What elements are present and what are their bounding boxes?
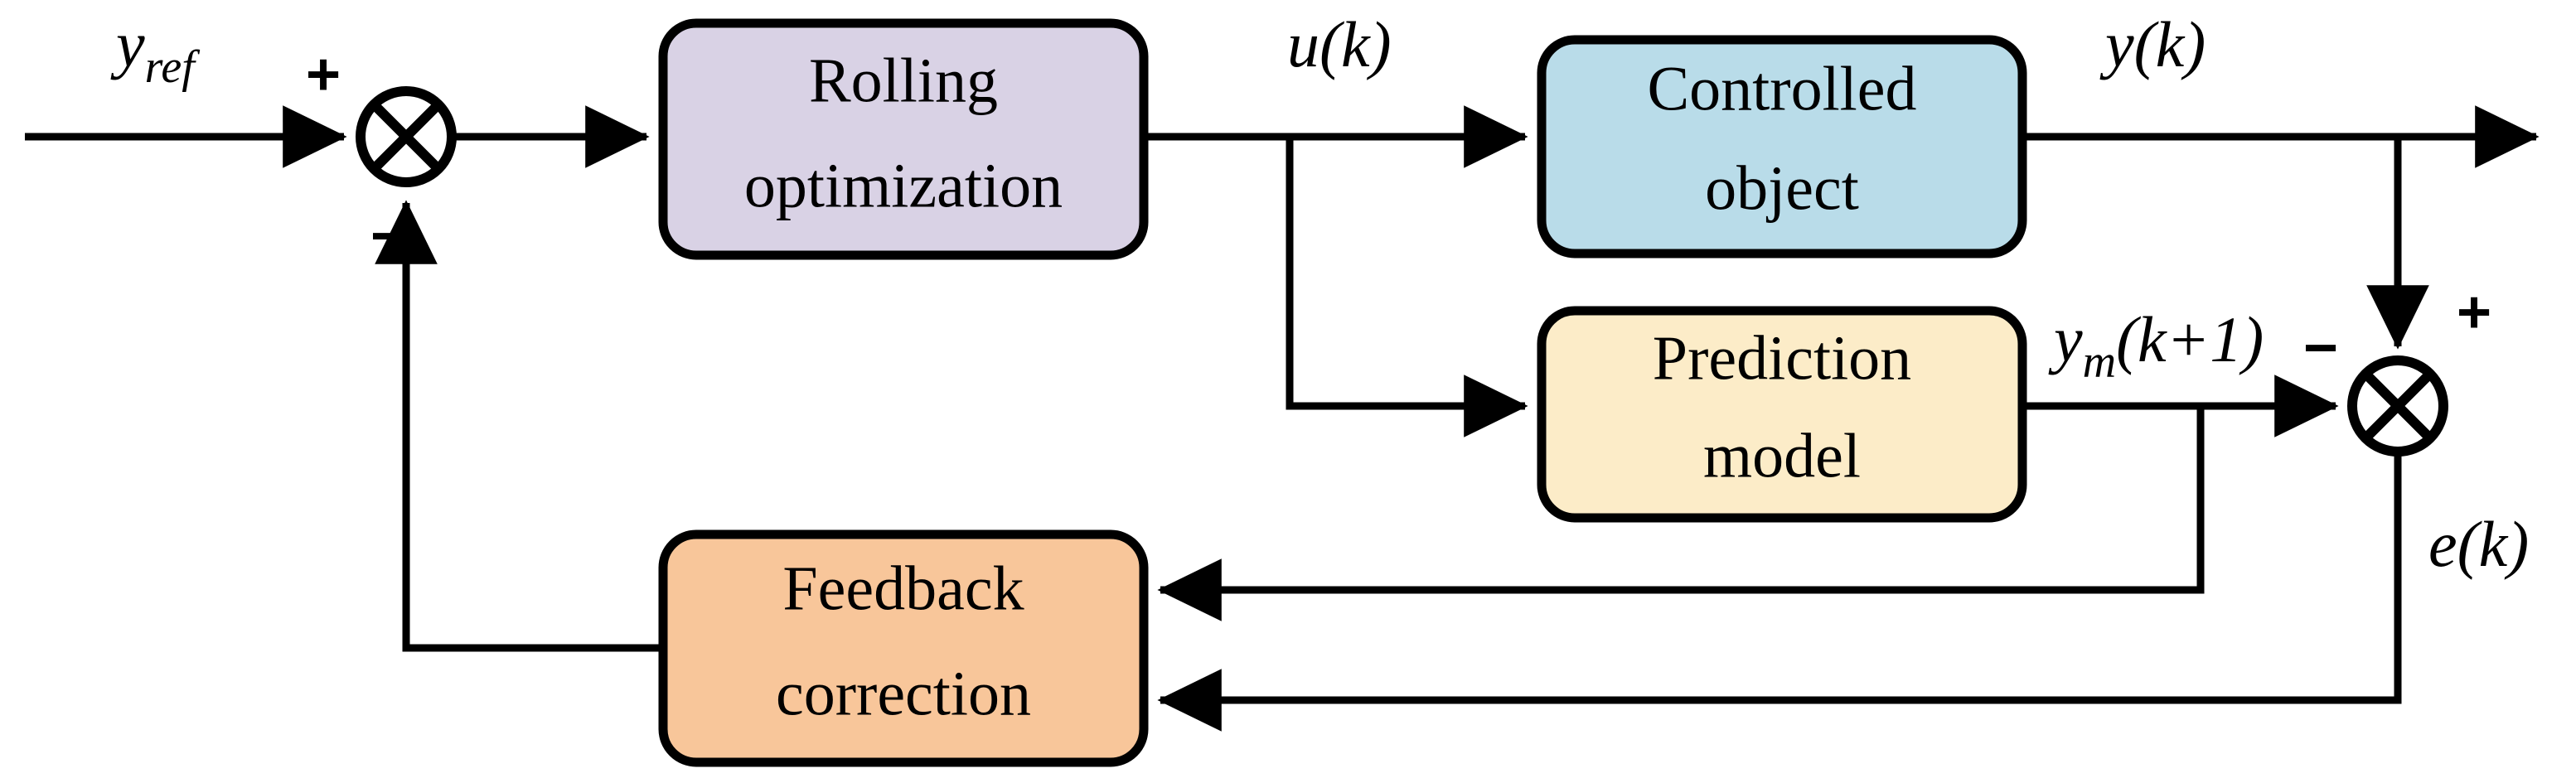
block-rolling-optimization-label-line2: optimization xyxy=(744,151,1063,220)
signal-label-e-k: e(k) xyxy=(2428,508,2529,580)
svg-text:yref: yref xyxy=(110,8,201,93)
block-controlled-object-label-line1: Controlled xyxy=(1647,54,1916,123)
signal-e-k-tail: (k) xyxy=(2457,508,2530,580)
signal-label-u-k: u(k) xyxy=(1287,8,1392,80)
signal-ym-tail: (k+1) xyxy=(2116,303,2264,375)
sign-left-sum-plus: + xyxy=(306,41,341,108)
wire-feedback-to-sum xyxy=(375,200,663,652)
signal-u-k-base: u xyxy=(1287,8,1319,80)
wire-u-branch-to-model xyxy=(1286,137,1528,437)
svg-text:e(k): e(k) xyxy=(2428,508,2529,580)
block-prediction-model[interactable]: Prediction model xyxy=(1537,306,2027,523)
signal-label-y-ref: yref xyxy=(110,8,201,93)
signal-ym-base: y xyxy=(2048,303,2083,375)
block-controlled-object-label-line2: object xyxy=(1705,153,1859,223)
block-prediction-model-label-line1: Prediction xyxy=(1653,323,1911,393)
svg-text:ym(k+1): ym(k+1) xyxy=(2048,303,2264,388)
sign-left-sum-minus: − xyxy=(370,203,405,269)
sign-right-sum-plus: + xyxy=(2457,279,2491,346)
signal-label-ym-k-plus-1: ym(k+1) xyxy=(2048,303,2264,388)
summing-junction-right-icon[interactable] xyxy=(2347,355,2448,457)
sign-right-sum-minus: − xyxy=(2303,315,2338,381)
signal-u-k-tail: (k) xyxy=(1319,8,1392,80)
svg-text:u(k): u(k) xyxy=(1287,8,1392,80)
wire-model-to-feedback xyxy=(1157,406,2205,621)
wire-error-to-feedback xyxy=(1157,452,2402,732)
signal-y-k-base: y xyxy=(2099,8,2134,80)
svg-text:y(k): y(k) xyxy=(2099,8,2206,80)
block-feedback-correction-label-line2: correction xyxy=(776,659,1031,728)
summing-junction-left-icon[interactable] xyxy=(356,86,457,187)
block-controlled-object[interactable]: Controlled object xyxy=(1537,35,2027,259)
block-rolling-optimization[interactable]: Rolling optimization xyxy=(658,18,1149,260)
signal-label-y-k: y(k) xyxy=(2099,8,2206,80)
signal-y-k-tail: (k) xyxy=(2134,8,2206,80)
block-rolling-optimization-label-line1: Rolling xyxy=(809,46,998,115)
block-feedback-correction[interactable]: Feedback correction xyxy=(658,529,1149,767)
block-feedback-correction-label-line1: Feedback xyxy=(782,553,1024,623)
signal-ym-sub: m xyxy=(2083,336,2116,388)
signal-e-k-base: e xyxy=(2428,508,2457,580)
block-prediction-model-label-line2: model xyxy=(1703,421,1861,491)
signal-y-ref-base: y xyxy=(110,8,145,80)
signal-y-ref-sub: ref xyxy=(145,41,201,93)
